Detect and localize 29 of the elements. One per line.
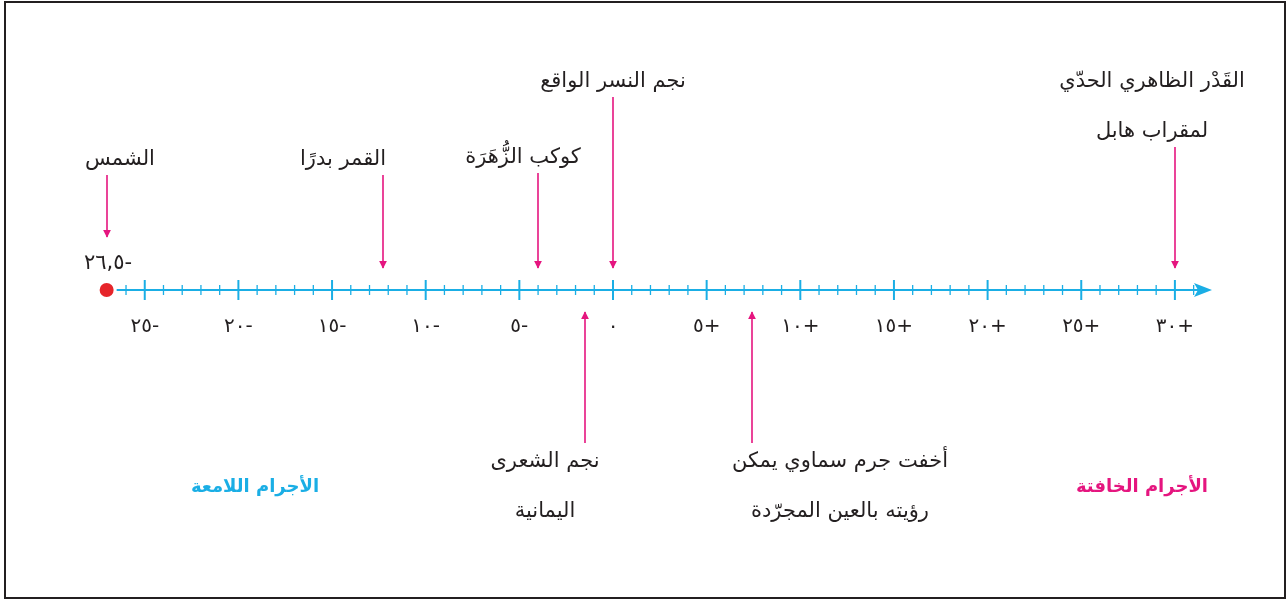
arrow (609, 96, 617, 269)
tick-label: +٢٥ (1062, 313, 1101, 337)
arrow (1171, 146, 1179, 269)
arrow (748, 311, 756, 444)
arrow (534, 172, 542, 269)
tick-label: +١٠ (781, 313, 820, 337)
value-label: -٢٦,٥ (83, 237, 133, 287)
object-label: القمر بدرًا (299, 133, 387, 183)
tick-label: -١٠ (411, 313, 441, 337)
group-label: الأجرام اللامعة (190, 474, 320, 496)
tick-label: +٣٠ (1155, 313, 1194, 337)
tick-label: -٥ (510, 313, 529, 337)
tick-label: +٥ (692, 313, 721, 337)
tick-label: -٢٥ (130, 313, 160, 337)
tick-label: ٠ (607, 313, 619, 337)
arrow (379, 174, 387, 269)
tick-label: -١٥ (317, 313, 347, 337)
object-label: الشمس (85, 133, 155, 183)
arrow (103, 174, 111, 238)
tick-label: +٢٠ (968, 313, 1007, 337)
object-label: نجم النسر الواقع (540, 55, 686, 105)
tick-label: -٢٠ (224, 313, 253, 337)
object-label: أخفت جرم سماوي يمكن رؤيته بالعين المجرّدة (720, 435, 960, 535)
tick-label: +١٥ (874, 313, 914, 337)
arrow (581, 311, 589, 444)
group-label: الأجرام الخافتة (1075, 474, 1209, 496)
object-label: نجم الشعرى اليمانية (470, 435, 620, 535)
object-label: كوكب الزُّهَرَة (465, 131, 581, 181)
object-label: القَدْر الظاهري الحدّي لمقراب هابل (1054, 55, 1250, 155)
